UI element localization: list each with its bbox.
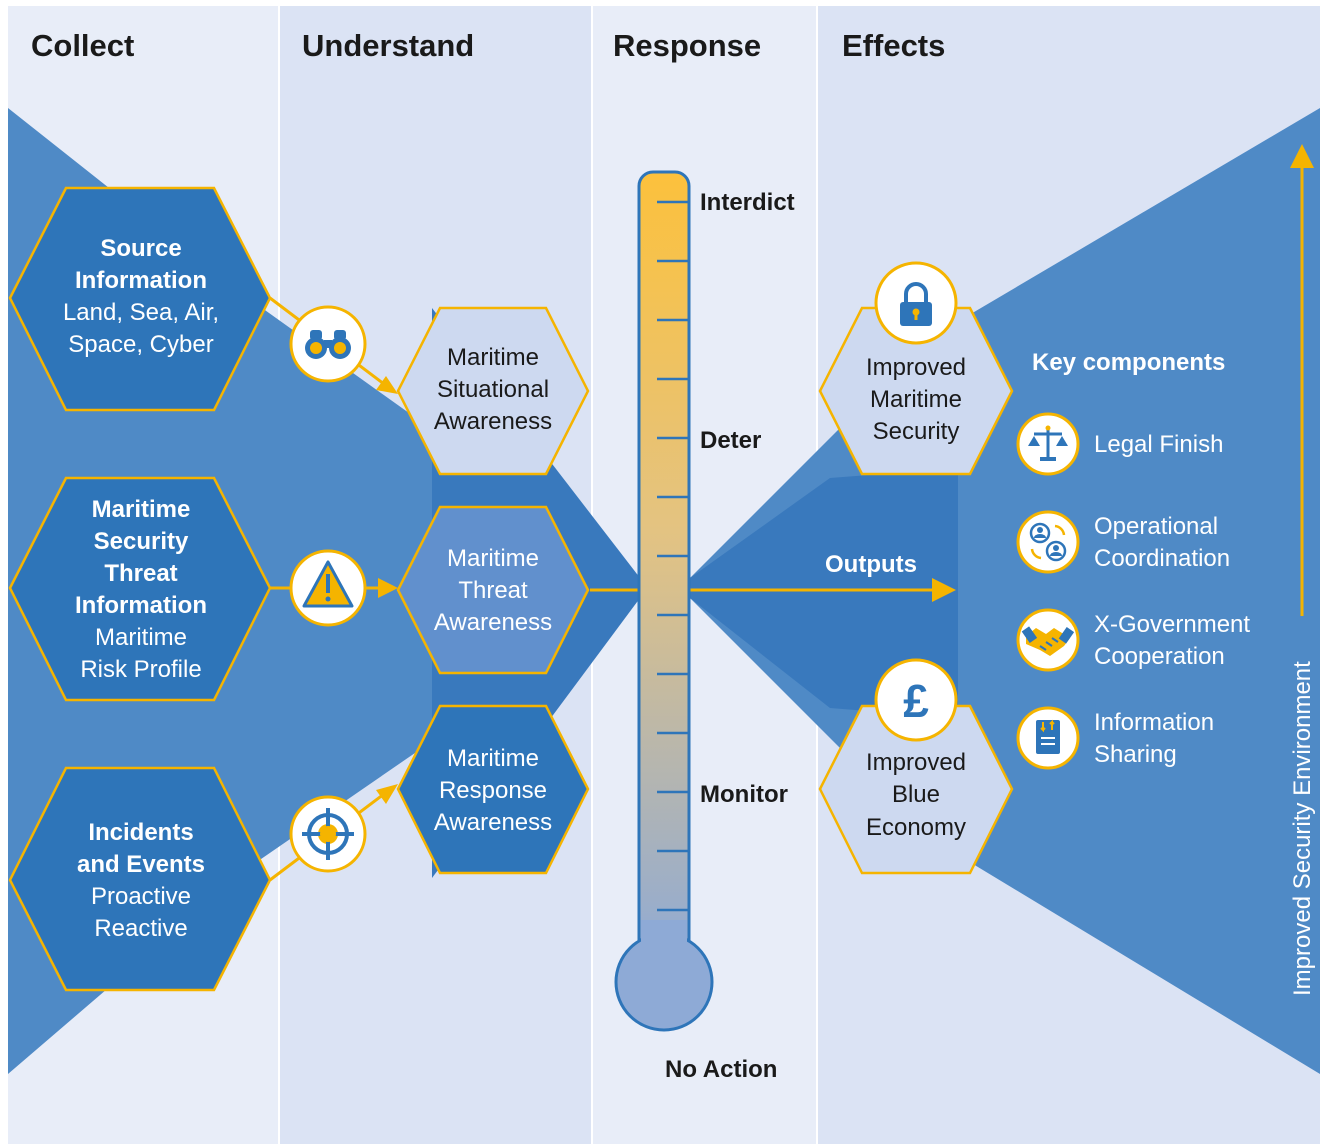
lock-icon	[874, 261, 958, 345]
blue-economy-line-1: Improved	[866, 749, 966, 776]
coordination-icon	[1016, 510, 1080, 574]
header-collect: Collect	[31, 28, 134, 63]
header-effects: Effects	[842, 28, 945, 63]
outputs-funnel	[690, 468, 958, 718]
key-components-title: Key components	[1032, 349, 1225, 376]
outputs-arrowhead	[932, 578, 956, 602]
source-hexagon-3: Incidents and Events Proactive Reactive	[8, 766, 272, 992]
threat-awareness-hexagon: Maritime Threat Awareness	[396, 505, 590, 675]
situational-awareness-line-3: Awareness	[434, 408, 552, 435]
source-1-title-line-1: Source	[100, 235, 181, 262]
source-2-title-line-4: Information	[75, 592, 207, 619]
source-1-detail-line-2: Space, Cyber	[68, 331, 213, 358]
component-operational-coordination: Operational Coordination	[1016, 510, 1230, 574]
scales-icon	[1016, 412, 1080, 476]
component-legal-finish-label: Legal Finish	[1094, 431, 1223, 458]
response-awareness-hexagon: Maritime Response Awareness	[396, 704, 590, 875]
source-hexagons: Source Information Land, Sea, Air, Space…	[8, 186, 272, 992]
maritime-security-line-2: Maritime	[870, 386, 962, 413]
source-2-title-line-2: Security	[94, 528, 189, 555]
blue-economy-line-2: Blue	[892, 781, 940, 808]
handshake-icon	[1016, 608, 1080, 672]
svg-text:£: £	[903, 675, 929, 727]
component-legal-finish: Legal Finish	[1016, 412, 1223, 476]
source-3-title-line-2: and Events	[77, 851, 205, 878]
source-hexagon-2: Maritime Security Threat Information Mar…	[8, 476, 272, 702]
document-icon	[1016, 706, 1080, 770]
level-no-action: No Action	[665, 1056, 777, 1083]
component-operational-coordination-line-2: Coordination	[1094, 545, 1230, 572]
level-deter: Deter	[700, 427, 761, 454]
binoculars-icon	[289, 305, 367, 383]
column-headers: Collect Understand Response Effects	[31, 28, 945, 63]
threat-awareness-line-3: Awareness	[434, 609, 552, 636]
maritime-security-line-1: Improved	[866, 354, 966, 381]
source-2-title-line-1: Maritime	[92, 496, 191, 523]
threat-awareness-line-2: Threat	[458, 577, 528, 604]
threat-awareness-line-1: Maritime	[447, 545, 539, 572]
blue-economy-line-3: Economy	[866, 814, 966, 841]
response-thermometer: Interdict Deter Monitor No Action	[614, 170, 795, 1083]
component-x-government-line-2: Cooperation	[1094, 643, 1225, 670]
header-understand: Understand	[302, 28, 474, 63]
response-awareness-line-1: Maritime	[447, 745, 539, 772]
awareness-hexagons: Maritime Situational Awareness Maritime …	[396, 306, 590, 875]
pound-icon: £	[874, 658, 958, 742]
component-information-sharing: Information Sharing	[1016, 706, 1214, 770]
source-2-title-line-3: Threat	[104, 560, 177, 587]
effects-funnel	[690, 108, 1320, 1074]
blue-economy-hexagon: Improved Blue Economy £	[818, 658, 1014, 875]
key-components: Key components Legal Finish	[1016, 349, 1250, 770]
target-icon	[289, 795, 367, 873]
component-x-government-cooperation: X-Government Cooperation	[1016, 608, 1250, 672]
environment-label: Improved Security Environment	[1289, 661, 1316, 996]
maritime-security-line-3: Security	[873, 418, 960, 445]
source-1-title-line-2: Information	[75, 267, 207, 294]
situational-awareness-line-1: Maritime	[447, 344, 539, 371]
thermometer-ticks	[657, 200, 689, 912]
situational-awareness-hexagon: Maritime Situational Awareness	[396, 306, 590, 476]
level-interdict: Interdict	[700, 189, 795, 216]
level-monitor: Monitor	[700, 781, 788, 808]
component-information-sharing-line-2: Sharing	[1094, 741, 1177, 768]
outputs-label: Outputs	[825, 551, 917, 578]
connector-arrows	[269, 296, 956, 882]
source-2-detail-line-1: Maritime	[95, 624, 187, 651]
effects-hexagons: Improved Maritime Security Improved Blue…	[818, 261, 1014, 875]
source-3-detail-line-2: Reactive	[94, 915, 187, 942]
source-3-title-line-1: Incidents	[88, 819, 193, 846]
source-1-detail-line-1: Land, Sea, Air,	[63, 299, 219, 326]
response-awareness-line-3: Awareness	[434, 809, 552, 836]
component-operational-coordination-line-1: Operational	[1094, 513, 1218, 540]
maritime-security-hexagon: Improved Maritime Security	[818, 261, 1014, 476]
source-3-detail-line-1: Proactive	[91, 883, 191, 910]
header-response: Response	[613, 28, 761, 63]
situational-awareness-line-2: Situational	[437, 376, 549, 403]
source-2-detail-line-2: Risk Profile	[80, 656, 201, 683]
component-x-government-line-1: X-Government	[1094, 611, 1250, 638]
source-hexagon-1: Source Information Land, Sea, Air, Space…	[8, 186, 272, 412]
source-icons	[289, 305, 367, 873]
warning-icon	[289, 549, 367, 627]
security-environment-arrow: Improved Security Environment	[1289, 144, 1316, 996]
component-information-sharing-line-1: Information	[1094, 709, 1214, 736]
response-awareness-line-2: Response	[439, 777, 547, 804]
